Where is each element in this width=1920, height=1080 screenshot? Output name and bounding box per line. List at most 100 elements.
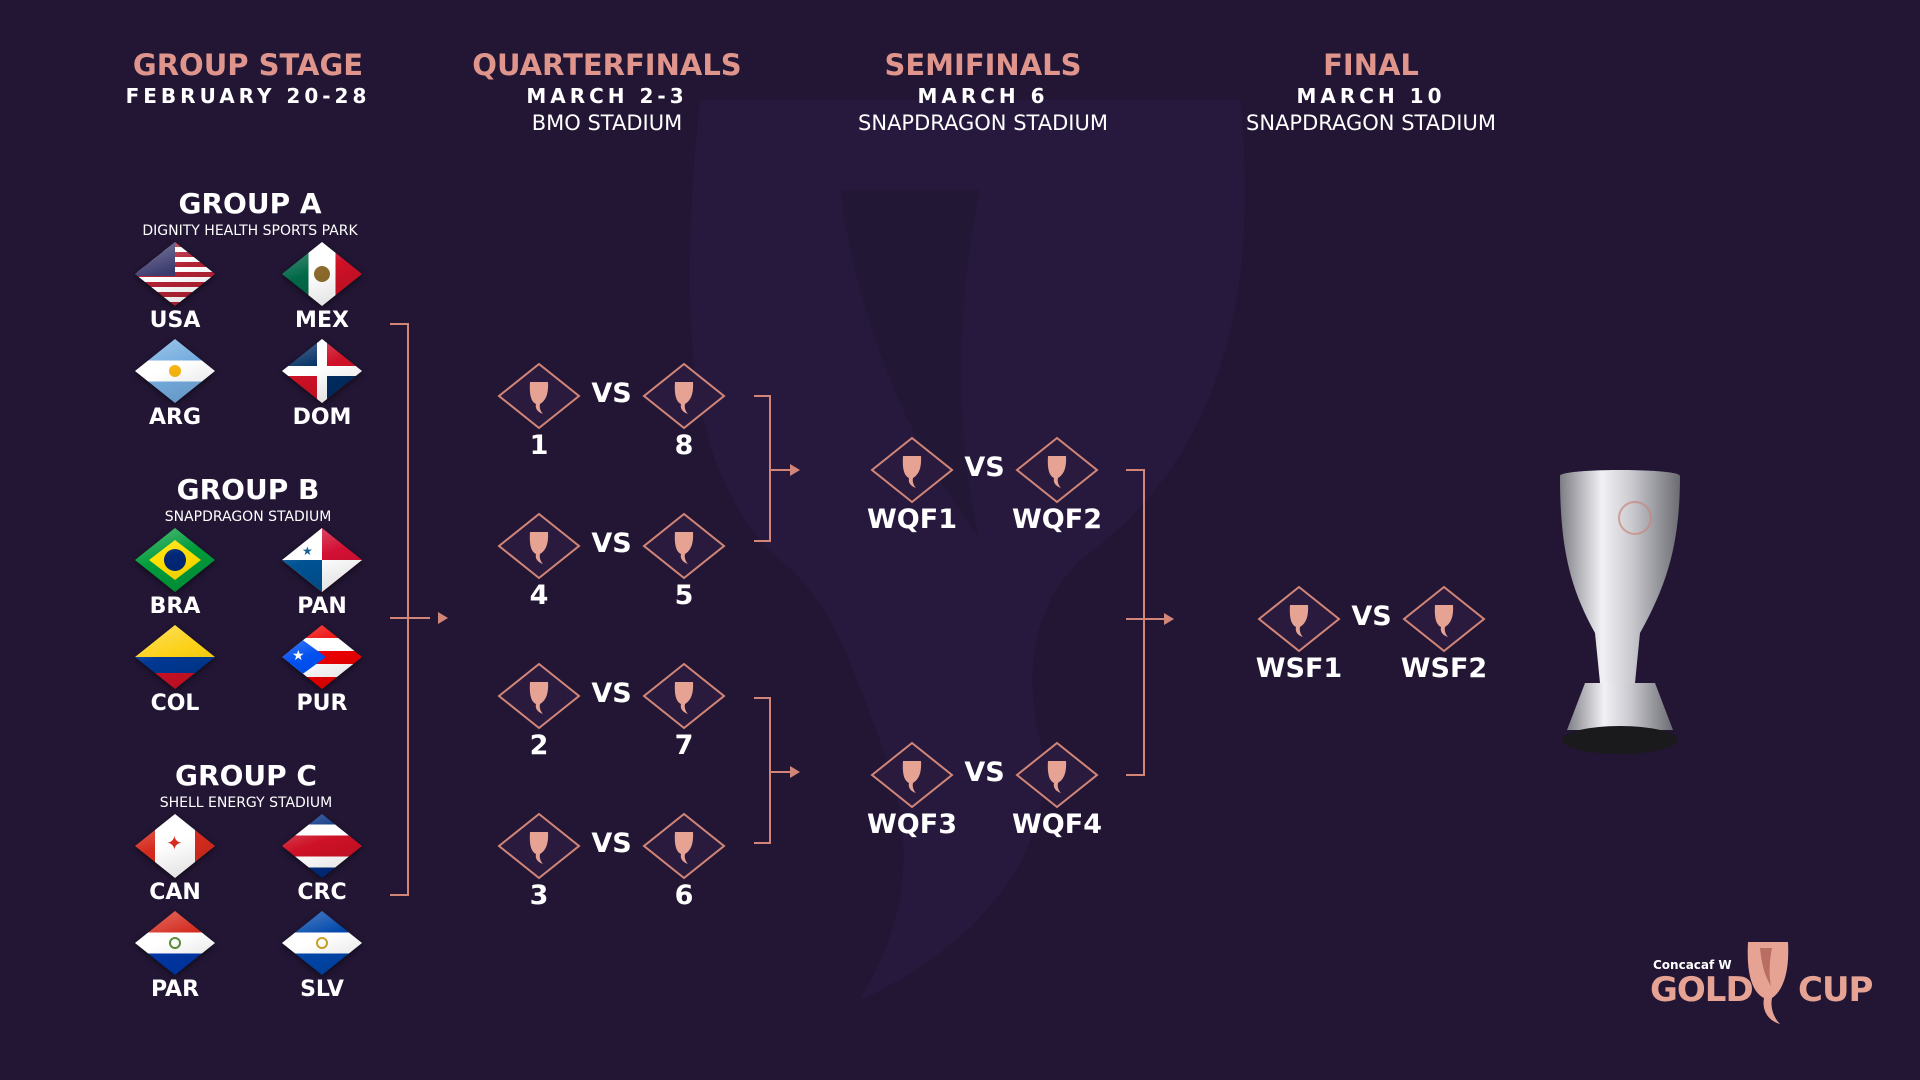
arrow-to-final: [1164, 613, 1174, 625]
sf-match-1-away-slot: [1015, 436, 1099, 504]
stage-venue: SNAPDRAGON STADIUM: [858, 111, 1108, 135]
final-match-away-slot: [1402, 585, 1486, 653]
stage-title: FINAL: [1323, 48, 1419, 82]
qf-match-2-away-slot: [642, 512, 726, 580]
colombia-flag-icon: [135, 625, 215, 689]
gold-cup-emblem-icon: [870, 741, 954, 809]
vs-label: VS: [591, 528, 632, 559]
team-code: CAN: [149, 880, 201, 905]
slot-label: WQF4: [1012, 809, 1102, 840]
vs-label: VS: [591, 828, 632, 859]
slot-label: 6: [674, 880, 694, 911]
group-b-header: GROUP B SNAPDRAGON STADIUM: [118, 474, 378, 526]
sf-bracket-line: [1126, 469, 1145, 776]
group-venue: SHELL ENERGY STADIUM: [159, 795, 333, 811]
vs-label: VS: [591, 678, 632, 709]
sf-match-1-home-slot: [870, 436, 954, 504]
team-code: COL: [150, 691, 200, 716]
team-code: PAR: [150, 977, 200, 1002]
mexico-flag-icon: [282, 242, 362, 306]
team-code: DOM: [292, 405, 352, 430]
team-can: ✦ CAN: [120, 814, 230, 906]
team-bra: BRA: [120, 528, 230, 620]
dominican-republic-flag-icon: [282, 339, 362, 403]
qf-match-1-home-slot: [497, 362, 581, 430]
logo-word-cup: CUP: [1798, 970, 1873, 1010]
gold-cup-emblem-icon: [497, 812, 581, 880]
puerto-rico-flag-icon: ★: [282, 625, 362, 689]
slot-label: 2: [529, 730, 549, 761]
qf-bracket-line-top: [754, 395, 771, 542]
team-code: MEX: [295, 308, 349, 333]
team-crc: CRC: [267, 814, 377, 906]
stage-venue: BMO STADIUM: [531, 111, 683, 135]
team-code: BRA: [149, 594, 201, 619]
gold-cup-emblem-icon: [642, 812, 726, 880]
background-cup-watermark: [689, 100, 1245, 1000]
slot-label: WQF3: [867, 809, 957, 840]
team-code: PUR: [296, 691, 348, 716]
gold-cup-emblem-icon: [642, 512, 726, 580]
final-match-home-slot: [1257, 585, 1341, 653]
gold-cup-emblem-icon: [1015, 741, 1099, 809]
quarterfinals-header: QUARTERFINALS MARCH 2-3 BMO STADIUM: [427, 48, 787, 136]
vs-label: VS: [964, 757, 1005, 788]
gold-cup-emblem-icon: [1257, 585, 1341, 653]
group-c-header: GROUP C SHELL ENERGY STADIUM: [116, 760, 376, 812]
gold-cup-emblem-icon: [1015, 436, 1099, 504]
semifinals-header: SEMIFINALS MARCH 6 SNAPDRAGON STADIUM: [803, 48, 1163, 136]
qf-match-2-home-slot: [497, 512, 581, 580]
qf-match-3-home-slot: [497, 662, 581, 730]
gold-cup-emblem-icon: [642, 362, 726, 430]
logo-brand: Concacaf W: [1653, 958, 1732, 972]
vs-label: VS: [964, 452, 1005, 483]
gold-cup-emblem-icon: [497, 362, 581, 430]
vs-label: VS: [591, 378, 632, 409]
team-usa: USA: [120, 242, 230, 334]
gold-cup-trophy-icon: [1560, 470, 1680, 754]
panama-flag-icon: ★: [282, 528, 362, 592]
qf-match-4-away-slot: [642, 812, 726, 880]
team-slv: SLV: [267, 911, 377, 1003]
usa-flag-icon: [135, 242, 215, 306]
gold-cup-logo: Concacaf W GOLD CUP: [1640, 938, 1880, 1038]
stage-date: MARCH 10: [1296, 84, 1446, 108]
team-col: COL: [120, 625, 230, 717]
gold-cup-emblem-icon: [1402, 585, 1486, 653]
slot-label: 7: [674, 730, 694, 761]
team-code: PAN: [297, 594, 347, 619]
group-title: GROUP A: [178, 187, 322, 220]
gold-cup-emblem-icon: [1747, 942, 1789, 1024]
logo-word-gold: GOLD: [1650, 970, 1754, 1010]
group-stage-header: GROUP STAGE FEBRUARY 20-28: [68, 48, 428, 110]
group-venue: SNAPDRAGON STADIUM: [164, 509, 332, 525]
costa-rica-flag-icon: [282, 814, 362, 878]
stage-title: QUARTERFINALS: [472, 48, 742, 82]
group-venue: DIGNITY HEALTH SPORTS PARK: [142, 223, 358, 239]
slot-label: 3: [529, 880, 549, 911]
arrow-to-sf-bottom: [790, 766, 800, 778]
gold-cup-emblem-icon: [497, 662, 581, 730]
team-pur: ★ PUR: [267, 625, 377, 717]
argentina-flag-icon: [135, 339, 215, 403]
team-code: USA: [149, 308, 201, 333]
final-header: FINAL MARCH 10 SNAPDRAGON STADIUM: [1191, 48, 1551, 136]
qf-match-1-away-slot: [642, 362, 726, 430]
team-code: ARG: [148, 405, 202, 430]
team-code: SLV: [300, 977, 344, 1002]
slot-label: WQF1: [867, 504, 957, 535]
team-code: CRC: [297, 880, 347, 905]
gold-cup-emblem-icon: [497, 512, 581, 580]
slot-label: WSF1: [1255, 653, 1343, 684]
qf-match-4-home-slot: [497, 812, 581, 880]
sf-match-2-away-slot: [1015, 741, 1099, 809]
team-mex: MEX: [267, 242, 377, 334]
qf-bracket-line-bottom: [754, 697, 771, 844]
qf-match-3-away-slot: [642, 662, 726, 730]
el-salvador-flag-icon: [282, 911, 362, 975]
canada-flag-icon: ✦: [135, 814, 215, 878]
sf-match-2-home-slot: [870, 741, 954, 809]
stage-date: FEBRUARY 20-28: [125, 84, 371, 108]
team-dom: DOM: [267, 339, 377, 431]
